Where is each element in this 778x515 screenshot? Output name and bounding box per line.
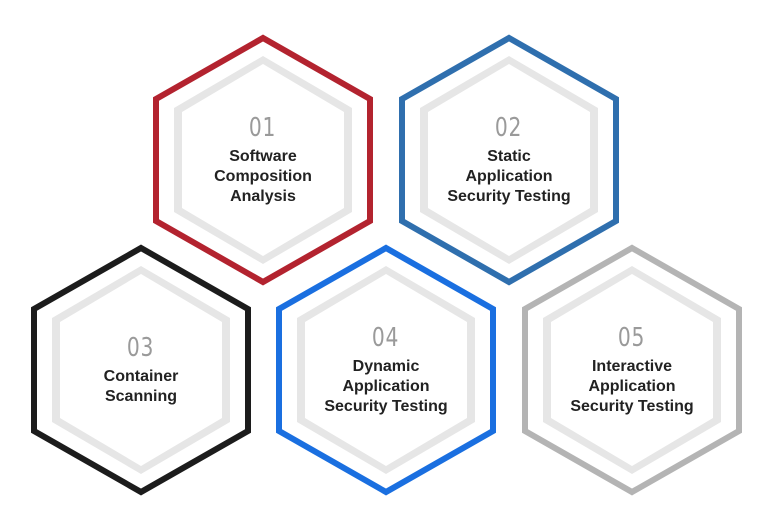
hexagon-02-number: 02 xyxy=(495,113,523,143)
hexagon-01-label-line: Composition xyxy=(214,168,312,185)
hexagon-05: 05 Interactive Application Security Test… xyxy=(521,244,743,496)
hexagon-04-label-line: Dynamic xyxy=(352,358,420,375)
hexagon-05-label-line: Security Testing xyxy=(570,398,694,415)
hexagon-05-label-line: Application xyxy=(588,378,676,395)
hexagon-inner-fill xyxy=(428,64,590,256)
hexagon-05-number: 05 xyxy=(618,323,646,353)
hexagon-01: 01 Software Composition Analysis xyxy=(152,34,374,286)
hexagon-04-label-line: Security Testing xyxy=(324,398,448,415)
hexagon-shape xyxy=(399,34,619,286)
hexagon-01-label-line: Analysis xyxy=(230,188,296,205)
hexagon-inner-fill xyxy=(305,274,467,466)
hexagon-03-content: 03 Container Scanning xyxy=(66,244,216,496)
hexagon-01-number: 01 xyxy=(249,113,277,143)
hexagon-04: 04 Dynamic Application Security Testing xyxy=(275,244,497,496)
hexagon-03-number: 03 xyxy=(127,333,155,363)
hexagon-04-content: 04 Dynamic Application Security Testing xyxy=(311,244,461,496)
hexagon-05-content: 05 Interactive Application Security Test… xyxy=(557,244,707,496)
hexagon-inner-fill xyxy=(182,64,344,256)
hexagon-02-content: 02 Static Application Security Testing xyxy=(434,34,584,286)
hexagon-04-label: Dynamic Application Security Testing xyxy=(324,357,447,417)
hexagon-inner-fill xyxy=(551,274,713,466)
hexagon-02-label: Static Application Security Testing xyxy=(447,147,570,207)
hexagon-02-label-line: Security Testing xyxy=(447,188,571,205)
hexagon-01-label: Software Composition Analysis xyxy=(214,147,312,207)
hexagon-inner-fill xyxy=(60,274,222,466)
hexagon-01-label-line: Software xyxy=(229,148,297,165)
hexagon-04-number: 04 xyxy=(372,323,400,353)
hexagon-03-label: Container Scanning xyxy=(104,367,179,407)
hexagon-02-label-line: Static xyxy=(487,148,531,165)
hexagon-05-label-line: Interactive xyxy=(591,358,673,375)
hexagon-03-label-line: Scanning xyxy=(104,388,177,405)
hexagon-shape xyxy=(153,34,373,286)
hexagon-02-label-line: Application xyxy=(465,168,553,185)
hexagon-shape xyxy=(31,244,251,496)
hexagon-02: 02 Static Application Security Testing xyxy=(398,34,620,286)
hexagon-04-label-line: Application xyxy=(342,378,430,395)
hexagon-shape xyxy=(522,244,742,496)
hexagon-shape xyxy=(276,244,496,496)
hexagon-05-label: Interactive Application Security Testing xyxy=(570,357,693,417)
hexagon-03: 03 Container Scanning xyxy=(30,244,252,496)
hexagon-03-label-line: Container xyxy=(103,368,179,385)
hexagon-01-content: 01 Software Composition Analysis xyxy=(188,34,338,286)
